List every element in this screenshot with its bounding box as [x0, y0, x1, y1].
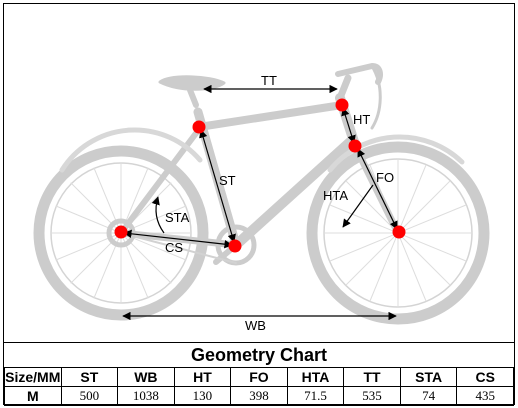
down-tube — [231, 137, 355, 250]
header-cell: Size/MM — [4, 367, 62, 387]
saddle — [158, 75, 226, 91]
header-cell: TT — [343, 367, 401, 387]
point-seat-top — [192, 120, 206, 134]
label-st: ST — [219, 173, 236, 188]
point-rear-axle — [114, 225, 128, 239]
hta-arrow — [342, 184, 374, 228]
table-cell: 71.5 — [286, 386, 345, 406]
table-cell: 74 — [399, 386, 458, 406]
label-hta: HTA — [323, 188, 348, 203]
label-wb: WB — [245, 318, 266, 333]
point-head-bottom — [348, 139, 362, 153]
label-ht: HT — [353, 112, 370, 127]
st-dimension — [199, 129, 236, 243]
geometry-chart-title: Geometry Chart — [190, 345, 328, 365]
ht-dimension — [341, 107, 356, 144]
header-cell: ST — [60, 367, 119, 387]
label-fo: FO — [376, 170, 394, 185]
sta-arc — [151, 196, 165, 234]
geometry-table: Size/MM ST WB HT FO HTA TT STA CS M 500 … — [4, 367, 514, 406]
bicycle-geometry-diagram: TT HT ST FO HTA STA CS WB — [33, 63, 490, 333]
point-head-top — [335, 98, 349, 112]
geometry-points — [114, 98, 406, 253]
point-bottom-bracket — [228, 239, 242, 253]
header-cell: WB — [117, 367, 175, 387]
table-cell: M — [4, 386, 62, 406]
label-sta: STA — [165, 210, 190, 225]
table-cell: 435 — [456, 386, 514, 406]
cs-dimension — [123, 229, 233, 249]
table-cell: 1038 — [117, 386, 175, 406]
table-header-row: Size/MM ST WB HT FO HTA TT STA CS — [4, 367, 514, 387]
dimension-lines — [122, 84, 398, 321]
header-cell: FO — [230, 367, 288, 387]
table-cell: 500 — [60, 386, 119, 406]
fork — [352, 144, 402, 237]
fo-dimension — [357, 148, 398, 230]
table-cell: 535 — [343, 386, 401, 406]
table-cell: 398 — [230, 386, 288, 406]
top-tube — [195, 101, 346, 131]
header-cell: STA — [399, 367, 458, 387]
header-cell: HT — [173, 367, 232, 387]
label-tt: TT — [261, 73, 277, 88]
point-front-axle — [392, 225, 406, 239]
front-wheel — [306, 141, 490, 325]
bicycle-silhouette — [33, 63, 490, 325]
table-cell: 130 — [173, 386, 232, 406]
table-row: M 500 1038 130 398 71.5 535 74 435 — [4, 386, 514, 406]
header-cell: CS — [456, 367, 514, 387]
header-cell: HTA — [286, 367, 345, 387]
label-cs: CS — [165, 240, 183, 255]
